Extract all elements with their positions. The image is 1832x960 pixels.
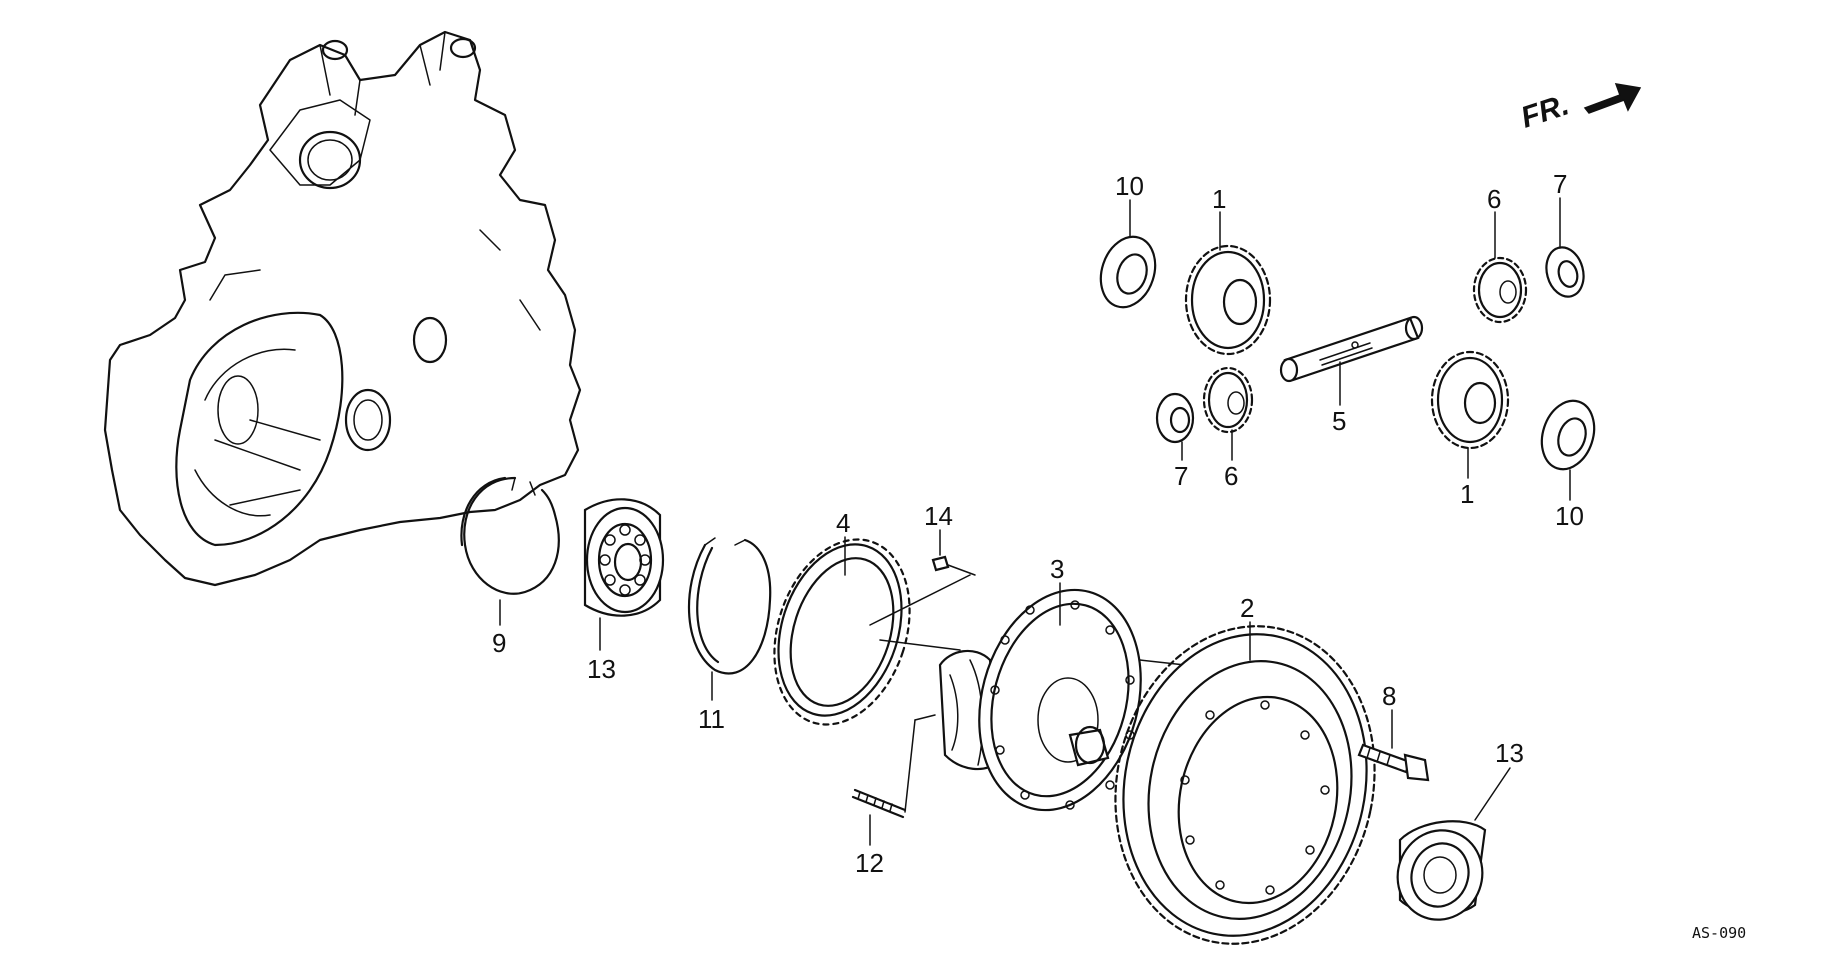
front-direction-arrow: FR. [1517,83,1642,135]
callout-7-upper: 7 [1553,169,1567,199]
front-direction-label: FR. [1517,88,1573,134]
callout-9: 9 [492,628,506,658]
pinion-shaft-5 [1279,315,1424,406]
callout-4: 4 [836,508,850,538]
pin-14 [931,529,976,576]
pinion-gear-6-upper [1472,211,1528,324]
callout-labels: 10 1 6 7 5 7 6 1 10 14 4 3 2 9 13 11 8 1… [492,169,1584,878]
ball-bearing-13-right [1396,767,1511,921]
side-gear-1-upper [1184,211,1272,356]
pinion-gear-6-lower [1202,366,1254,461]
thrust-washer-10-upper [1099,199,1157,309]
ring-gear-2 [1114,621,1376,945]
callout-5: 5 [1332,406,1346,436]
small-washer-7-upper [1545,197,1585,298]
callout-12: 12 [855,848,884,878]
callout-3: 3 [1050,554,1064,584]
callout-13-left: 13 [587,654,616,684]
callout-14: 14 [924,501,953,531]
callout-1-lower: 1 [1460,479,1474,509]
snap-ring-9 [460,476,560,626]
callout-7-lower: 7 [1174,461,1188,491]
spring-pin-12 [851,714,936,846]
bolt-8 [1357,709,1430,782]
callout-10-upper: 10 [1115,171,1144,201]
small-washer-7-lower [1155,392,1195,461]
diagram-code: AS-090 [1692,924,1746,942]
callout-6-lower: 6 [1224,461,1238,491]
transmission-housing [103,30,582,587]
thrust-washer-10-lower [1540,399,1596,501]
callout-11: 11 [698,704,725,734]
callout-2: 2 [1240,593,1254,623]
callout-1-upper: 1 [1212,184,1226,214]
callout-13-right: 13 [1495,738,1524,768]
ball-bearing-13-left [583,498,665,651]
callout-8: 8 [1382,681,1396,711]
snap-ring-11 [687,537,772,701]
side-gear-1-lower [1430,350,1510,479]
differential-carrier-3 [938,582,1186,812]
callout-10-lower: 10 [1555,501,1584,531]
callout-6-upper: 6 [1487,184,1501,214]
tone-ring-4 [773,536,971,726]
